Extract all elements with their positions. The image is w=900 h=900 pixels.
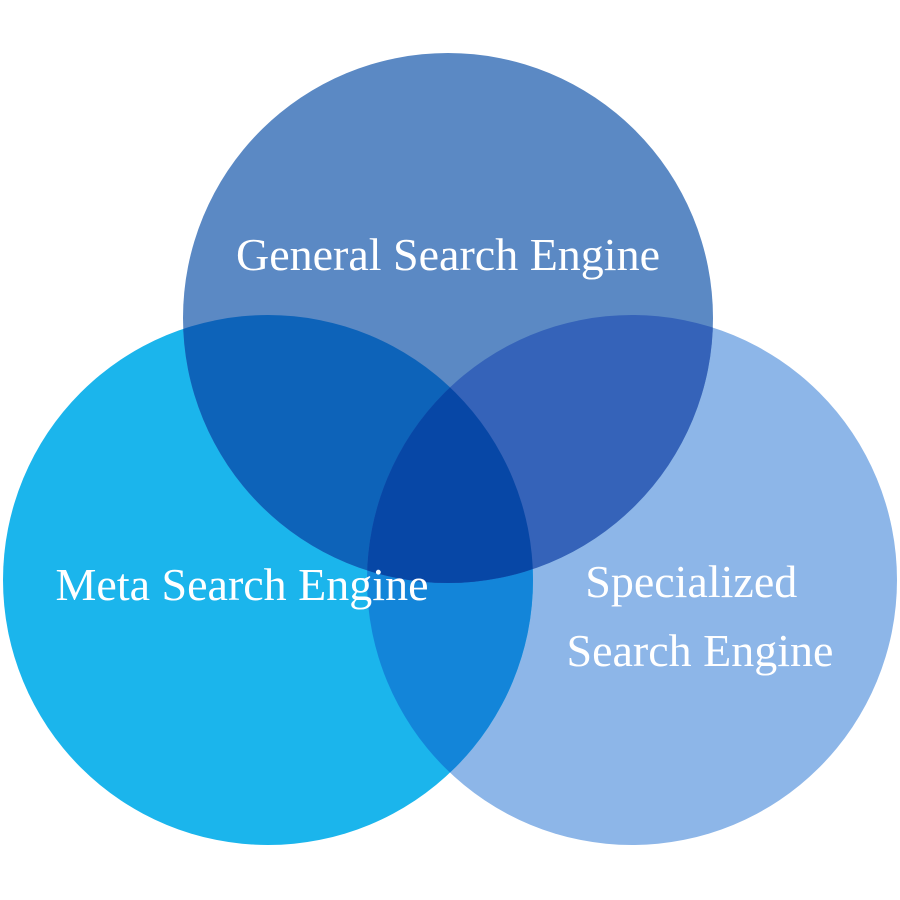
label-general: General Search Engine — [236, 229, 660, 280]
label-specialized: Specialized Search Engine — [567, 556, 834, 676]
label-specialized-line-2: Search Engine — [567, 625, 834, 676]
label-meta-line-1: Meta Search Engine — [56, 559, 429, 610]
label-specialized-line-1: Specialized — [585, 556, 797, 607]
label-meta: Meta Search Engine — [56, 559, 429, 610]
label-general-line-1: General Search Engine — [236, 229, 660, 280]
